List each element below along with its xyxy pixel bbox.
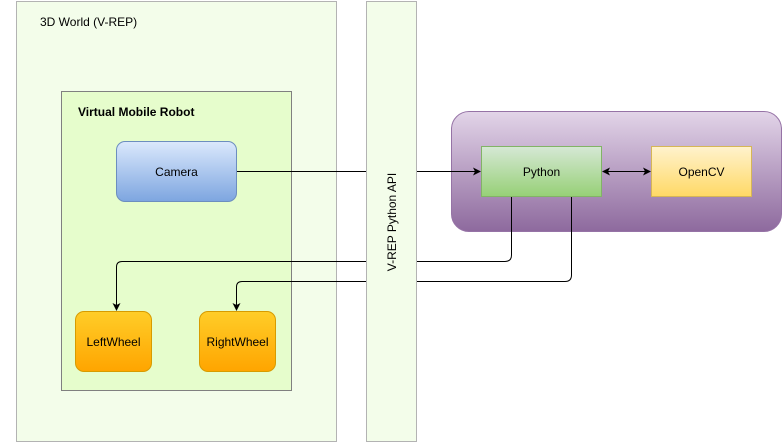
world-label: 3D World (V-REP) [40,15,138,29]
api-label: V-REP Python API [384,172,399,271]
python-label: Python [522,164,561,179]
camera-label: Camera [155,164,198,179]
leftwheel-label: LeftWheel [86,334,141,349]
python-node[interactable]: Python [481,146,602,197]
robot-label: Virtual Mobile Robot [78,105,195,119]
opencv-label: OpenCV [678,164,725,179]
rightwheel-label: RightWheel [206,334,269,349]
opencv-node[interactable]: OpenCV [651,146,752,197]
api-bar: V-REP Python API [366,1,417,442]
leftwheel-node[interactable]: LeftWheel [75,311,152,372]
rightwheel-node[interactable]: RightWheel [199,311,276,372]
camera-node[interactable]: Camera [116,141,237,202]
